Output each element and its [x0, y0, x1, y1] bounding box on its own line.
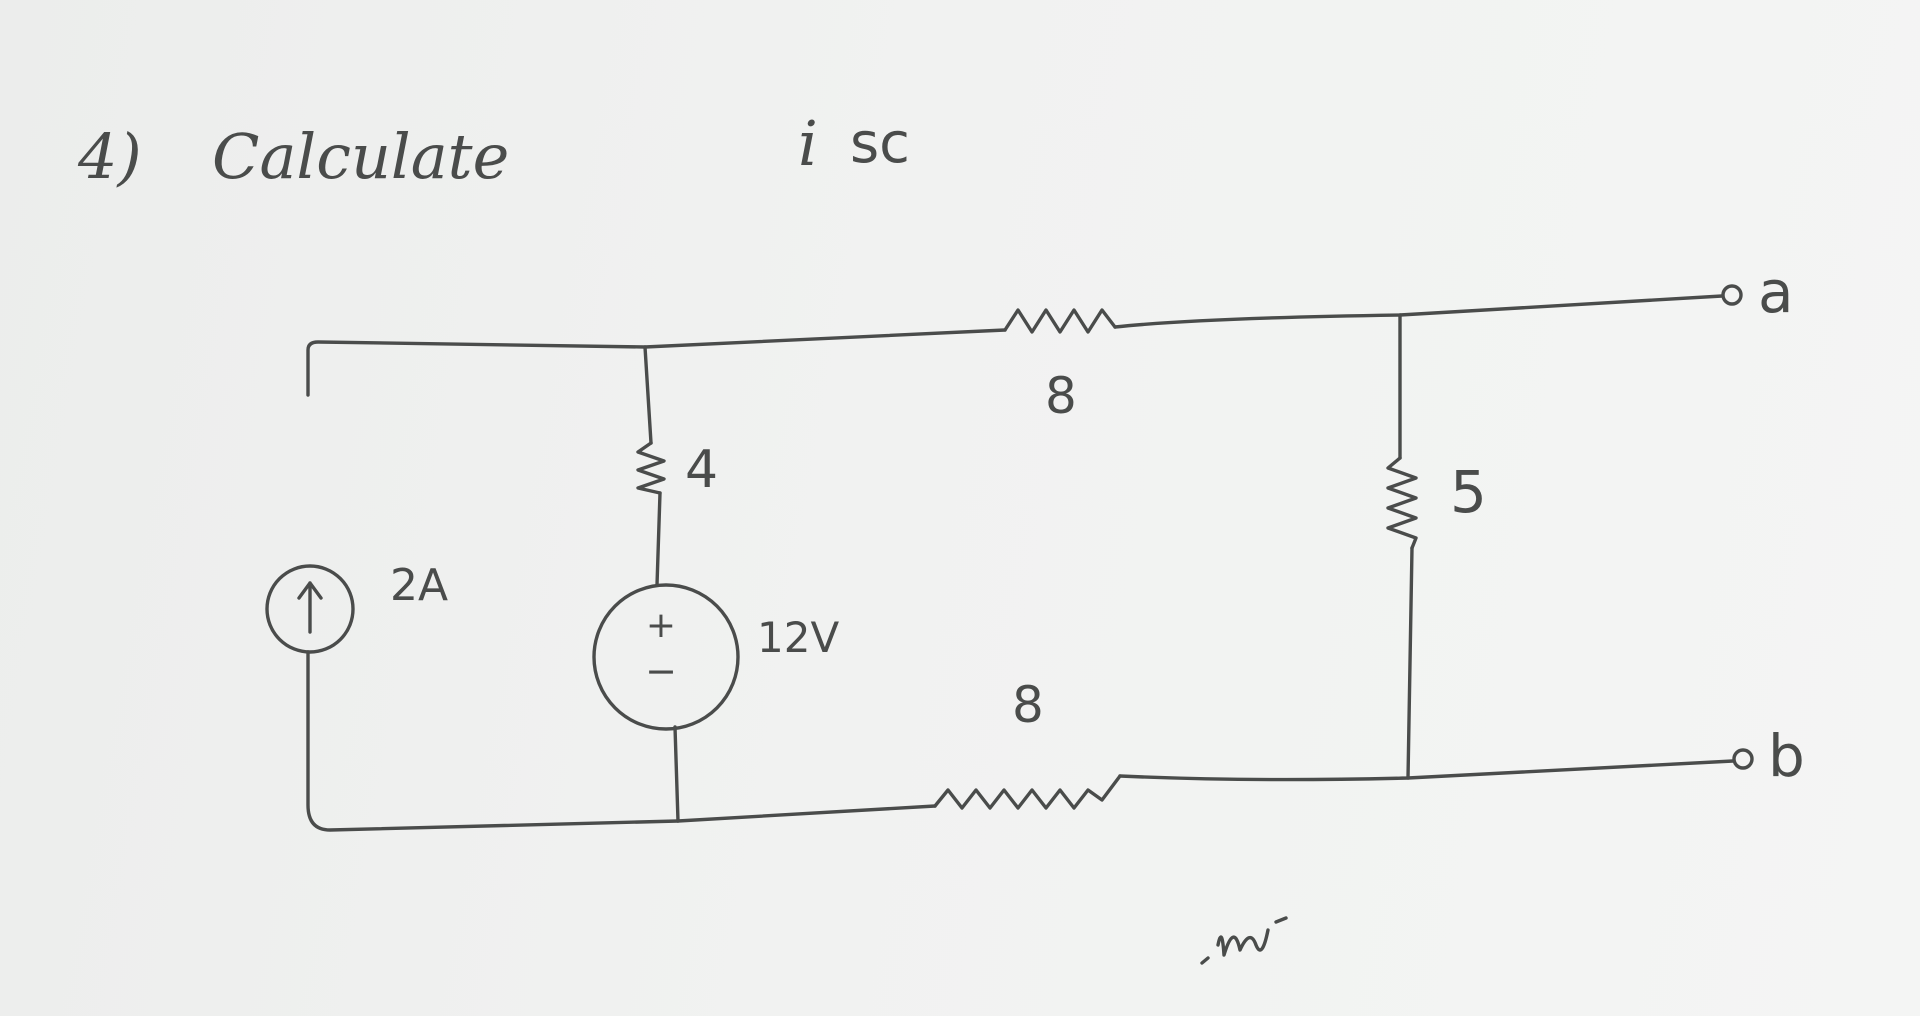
current-arrow-icon — [297, 581, 323, 634]
resistor-4-zigzag-icon — [636, 441, 666, 495]
wire-mid-bottom — [673, 725, 680, 823]
wire-top-right — [1113, 294, 1724, 329]
circuit-wires — [306, 294, 1735, 832]
current-source-label: 2A — [390, 560, 448, 611]
wire-bottom-left — [676, 804, 937, 823]
resistor-4-ohm: 4 — [636, 440, 718, 500]
wire-mid-resistor-to-source — [655, 491, 662, 587]
terminal-b: b — [1732, 722, 1805, 790]
target-symbol: i — [798, 107, 818, 180]
terminal-b-dot — [1732, 748, 1754, 770]
voltage-source-label: 12V — [757, 613, 839, 662]
wire-top-left — [306, 328, 1007, 397]
resistor-top-8-ohm: 8 — [1003, 308, 1117, 425]
resistor-right-5-ohm: 5 — [1386, 456, 1487, 550]
terminal-a: a — [1721, 258, 1794, 326]
terminal-a-dot — [1721, 284, 1743, 306]
scribble-mark — [1200, 916, 1288, 965]
voltage-source: + − 12V — [592, 583, 839, 731]
scribble-icon — [1200, 916, 1288, 965]
voltage-source-circle — [592, 583, 740, 731]
problem-title: 4) Calculate i sc — [77, 107, 910, 193]
current-source-circle — [265, 564, 355, 654]
voltage-minus-sign: − — [645, 649, 677, 693]
resistor-bottom-8-ohm: 8 — [933, 676, 1122, 810]
resistor-4-label: 4 — [685, 440, 718, 500]
resistor-right-zigzag-icon — [1386, 456, 1418, 550]
current-source: 2A — [265, 560, 448, 654]
resistor-top-label: 8 — [1045, 367, 1077, 425]
problem-instruction: Calculate — [212, 120, 509, 193]
terminal-a-label: a — [1758, 258, 1794, 326]
wire-bottom-right — [1118, 759, 1735, 782]
terminal-b-label: b — [1768, 722, 1805, 790]
voltage-plus-sign: + — [646, 605, 676, 646]
resistor-bottom-label: 8 — [1012, 676, 1044, 734]
problem-number: 4) — [77, 120, 142, 193]
resistor-bottom-zigzag-icon — [933, 774, 1122, 810]
resistor-right-label: 5 — [1450, 458, 1487, 526]
wire-mid-top — [643, 345, 653, 445]
wire-right-bottom — [1406, 546, 1414, 780]
resistor-top-zigzag-icon — [1003, 308, 1117, 334]
wire-left-lower — [306, 650, 680, 832]
target-subscript: sc — [850, 111, 910, 176]
